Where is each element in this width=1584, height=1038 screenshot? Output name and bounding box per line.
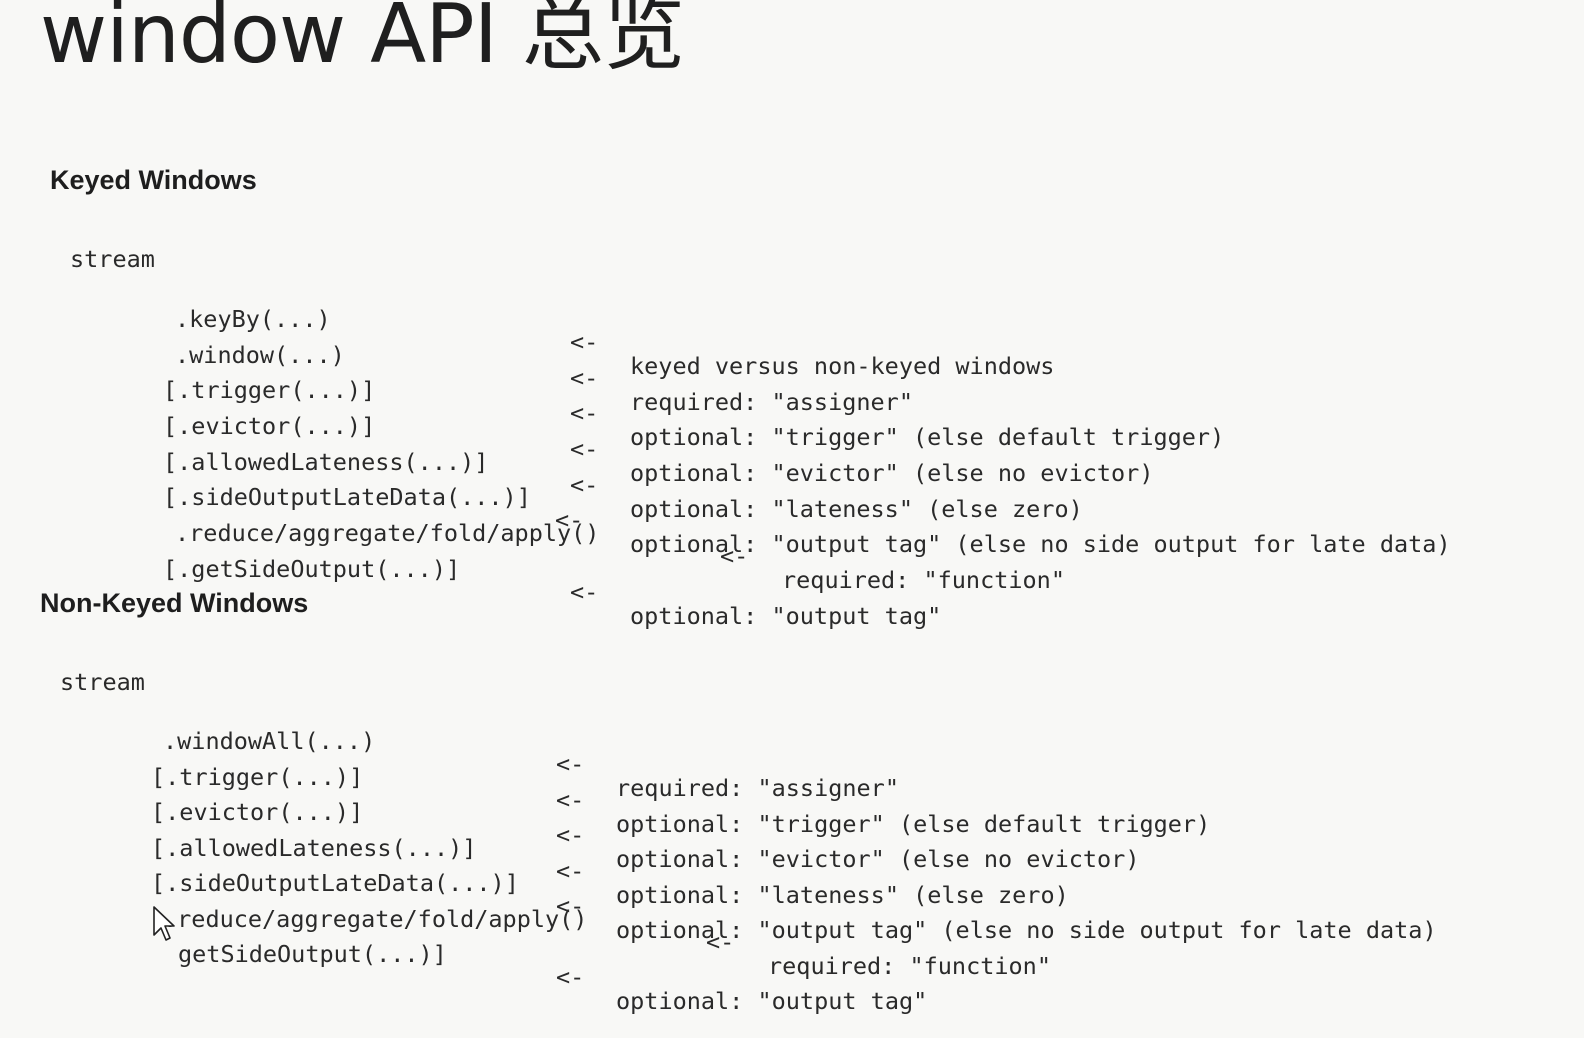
code-line: [.trigger(...)] <- optional: "trigger" (…: [0, 355, 1224, 473]
code-call: .keyBy(...): [175, 304, 331, 333]
code-arrow: <-: [570, 435, 599, 463]
code-line: .keyBy(...) <- keyed versus non-keyed wi…: [0, 284, 1054, 402]
code-line: .reduce/aggregate/fold/apply() <- requir…: [0, 884, 1051, 1002]
code-call: [.getSideOutput(...)]: [163, 554, 461, 583]
code-line: getSideOutput(...)] <- optional: "output…: [0, 919, 927, 1037]
code-description: required: "assigner": [630, 387, 913, 416]
code-call: [.sideOutputLateData(...)]: [151, 868, 519, 897]
code-arrow: <-: [556, 786, 585, 814]
code-line: .reduce/aggregate/fold/apply() <- requir…: [0, 498, 1065, 616]
code-arrow: <-: [720, 542, 749, 570]
code-description: optional: "lateness" (else zero): [630, 494, 1083, 523]
code-description: keyed versus non-keyed windows: [630, 351, 1055, 380]
keyed-windows-heading: Keyed Windows: [50, 165, 257, 195]
code-call: [.evictor(...)]: [163, 411, 376, 440]
code-arrow: <-: [570, 471, 599, 499]
code-arrow: <-: [570, 578, 599, 606]
code-description: required: "assigner": [616, 773, 899, 802]
code-call: .reduce/aggregate/fold/apply(): [163, 904, 588, 933]
code-line: [.evictor(...)] <- optional: "evictor" (…: [0, 777, 1139, 895]
code-description: required: "function": [782, 565, 1065, 594]
code-call: .window(...): [175, 340, 345, 369]
nonkeyed-windows-heading: Non-Keyed Windows: [40, 588, 309, 618]
code-call: .windowAll(...): [163, 726, 376, 755]
code-arrow: <-: [570, 399, 599, 427]
code-line: .windowAll(...) <- required: "assigner": [0, 706, 899, 824]
mouse-pointer-icon: [153, 906, 175, 941]
code-line: [.sideOutputLateData(...)] <- optional: …: [0, 462, 1451, 580]
code-line: [.trigger(...)] <- optional: "trigger" (…: [0, 742, 1210, 860]
code-arrow: <-: [556, 821, 585, 849]
code-line: [.allowedLateness(...)] <- optional: "la…: [0, 427, 1083, 545]
code-description: optional: "output tag" (else no side out…: [616, 915, 1437, 944]
code-description: optional: "lateness" (else zero): [616, 880, 1069, 909]
code-call: .reduce/aggregate/fold/apply(): [175, 518, 600, 547]
code-description: optional: "evictor" (else no evictor): [616, 844, 1140, 873]
code-call: getSideOutput(...)]: [178, 939, 447, 968]
code-description: optional: "output tag": [630, 601, 942, 630]
code-description: optional: "evictor" (else no evictor): [630, 458, 1154, 487]
code-arrow: <-: [555, 506, 584, 534]
keyed-stream-root: stream: [70, 245, 155, 273]
code-arrow: <-: [556, 750, 585, 778]
code-description: optional: "output tag" (else no side out…: [630, 529, 1451, 558]
code-call: [.evictor(...)]: [151, 797, 364, 826]
code-arrow: <-: [570, 364, 599, 392]
code-line: [.getSideOutput(...)] <- optional: "outp…: [0, 534, 941, 652]
code-description: optional: "trigger" (else default trigge…: [630, 422, 1225, 451]
page-title: window API 总览: [40, 0, 685, 82]
code-arrow: <-: [556, 892, 585, 920]
code-arrow: <-: [556, 857, 585, 885]
nonkeyed-stream-root: stream: [60, 668, 145, 696]
code-line: [.allowedLateness(...)] <- optional: "la…: [0, 813, 1069, 931]
code-call: [.sideOutputLateData(...)]: [163, 482, 531, 511]
code-arrow: <-: [706, 928, 735, 956]
code-call: [.allowedLateness(...)]: [163, 447, 489, 476]
code-arrow: <-: [570, 328, 599, 356]
code-call: [.trigger(...)]: [151, 762, 364, 791]
code-call: [.allowedLateness(...)]: [151, 833, 477, 862]
code-description: optional: "output tag": [616, 986, 928, 1015]
code-description: optional: "trigger" (else default trigge…: [616, 809, 1211, 838]
code-call: [.trigger(...)]: [163, 375, 376, 404]
code-arrow: <-: [556, 963, 585, 991]
code-description: required: "function": [768, 951, 1051, 980]
code-line: [.evictor(...)] <- optional: "evictor" (…: [0, 391, 1153, 509]
code-line: .window(...) <- required: "assigner": [0, 320, 913, 438]
code-line: [.sideOutputLateData(...)] <- optional: …: [0, 848, 1437, 966]
